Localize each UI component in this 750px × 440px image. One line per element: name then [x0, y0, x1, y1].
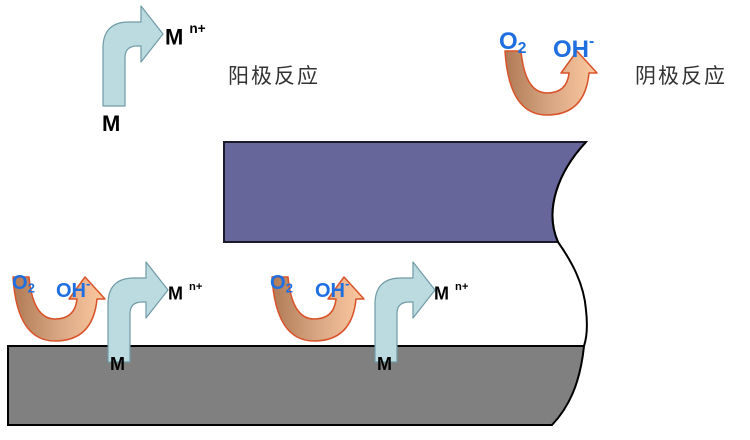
oxygen-label: O2 [270, 272, 293, 296]
hydroxide-label: OH- [315, 276, 350, 303]
base-metal-plate [7, 345, 586, 426]
metal-label: M [102, 111, 121, 136]
oxygen-label: O2 [499, 28, 527, 57]
hydroxide-label: OH- [553, 33, 595, 64]
oxygen-label: O2 [12, 272, 35, 296]
metal-dissolution-arrow-icon [102, 5, 164, 107]
electrolyte-boundary-line [551, 141, 588, 347]
metal-label: M [377, 354, 392, 374]
hydroxide-label: OH- [56, 276, 91, 303]
cathode-reaction-caption: 阴极反应 [635, 64, 727, 88]
metal-label: M [110, 354, 125, 374]
upper-plate [223, 141, 589, 243]
anode-reaction-caption: 阳极反应 [228, 64, 320, 88]
